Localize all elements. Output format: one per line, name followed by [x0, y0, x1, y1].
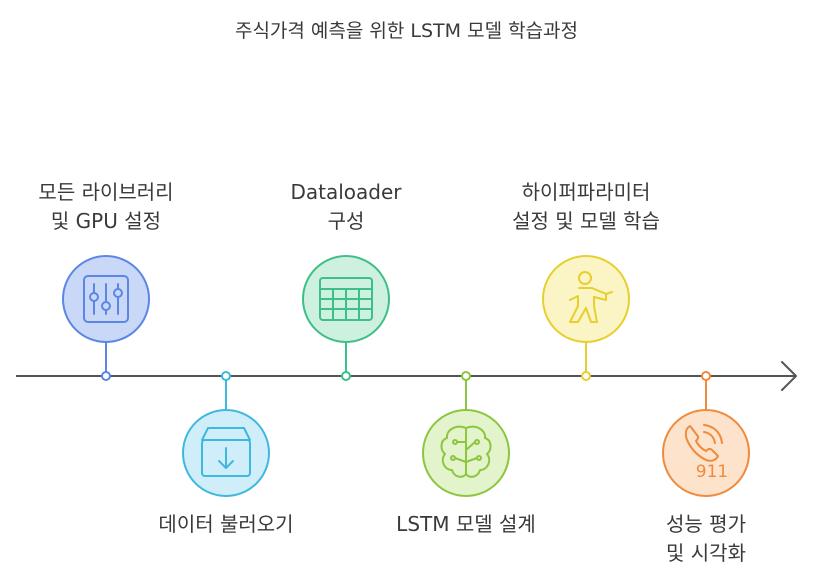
step-3-label-line2: 구성: [327, 209, 365, 233]
step-2-node: [182, 371, 270, 497]
step-1-label: 모든 라이브러리 및 GPU 설정: [38, 178, 173, 236]
step-2-label: 데이터 불러오기: [158, 510, 293, 539]
step-1-node: [62, 255, 150, 381]
box-download-icon: [201, 427, 251, 477]
step-5-label-line2: 설정 및 모델 학습: [512, 209, 660, 233]
step-5-dot: [581, 371, 591, 381]
step-4-label: LSTM 모델 설계: [396, 510, 536, 539]
step-2-label-line1: 데이터 불러오기: [158, 512, 294, 536]
timeline-arrowhead: [781, 361, 797, 391]
step-4-dot: [461, 371, 471, 381]
step-4-label-line1: LSTM 모델 설계: [396, 512, 536, 536]
step-3-label-line1: Dataloader: [290, 180, 402, 204]
step-6-label-line1: 성능 평가: [666, 512, 746, 536]
step-5-label-line1: 하이퍼파라미터: [521, 180, 651, 204]
step-6-node: 911: [662, 371, 750, 497]
step-4-node: [422, 371, 510, 497]
step-6-circle: [662, 409, 750, 497]
sliders-icon: [83, 275, 129, 323]
brain-icon: [440, 425, 492, 478]
step-1-label-line1: 모든 라이브러리: [38, 180, 174, 204]
step-6-label-line2: 및 시각화: [666, 541, 746, 565]
exercise-icon: [569, 271, 613, 323]
step-1-label-line2: 및 GPU 설정: [50, 209, 162, 233]
table-icon: [319, 277, 373, 321]
step-3-label: Dataloader 구성: [290, 178, 401, 236]
step-5-circle: [542, 255, 630, 343]
step-6-dot: [701, 371, 711, 381]
step-3-node: [302, 255, 390, 381]
step-2-dot: [221, 371, 231, 381]
step-1-dot: [101, 371, 111, 381]
step-6-label: 성능 평가 및 시각화: [666, 510, 746, 568]
phone-icon: [684, 424, 723, 462]
step-5-node: [542, 255, 630, 381]
diagram-title: 주식가격 예측을 위한 LSTM 모델 학습과정: [234, 20, 579, 42]
phone-911-text: 911: [696, 462, 728, 482]
step-5-label: 하이퍼파라미터 설정 및 모델 학습: [512, 178, 660, 236]
step-3-dot: [341, 371, 351, 381]
